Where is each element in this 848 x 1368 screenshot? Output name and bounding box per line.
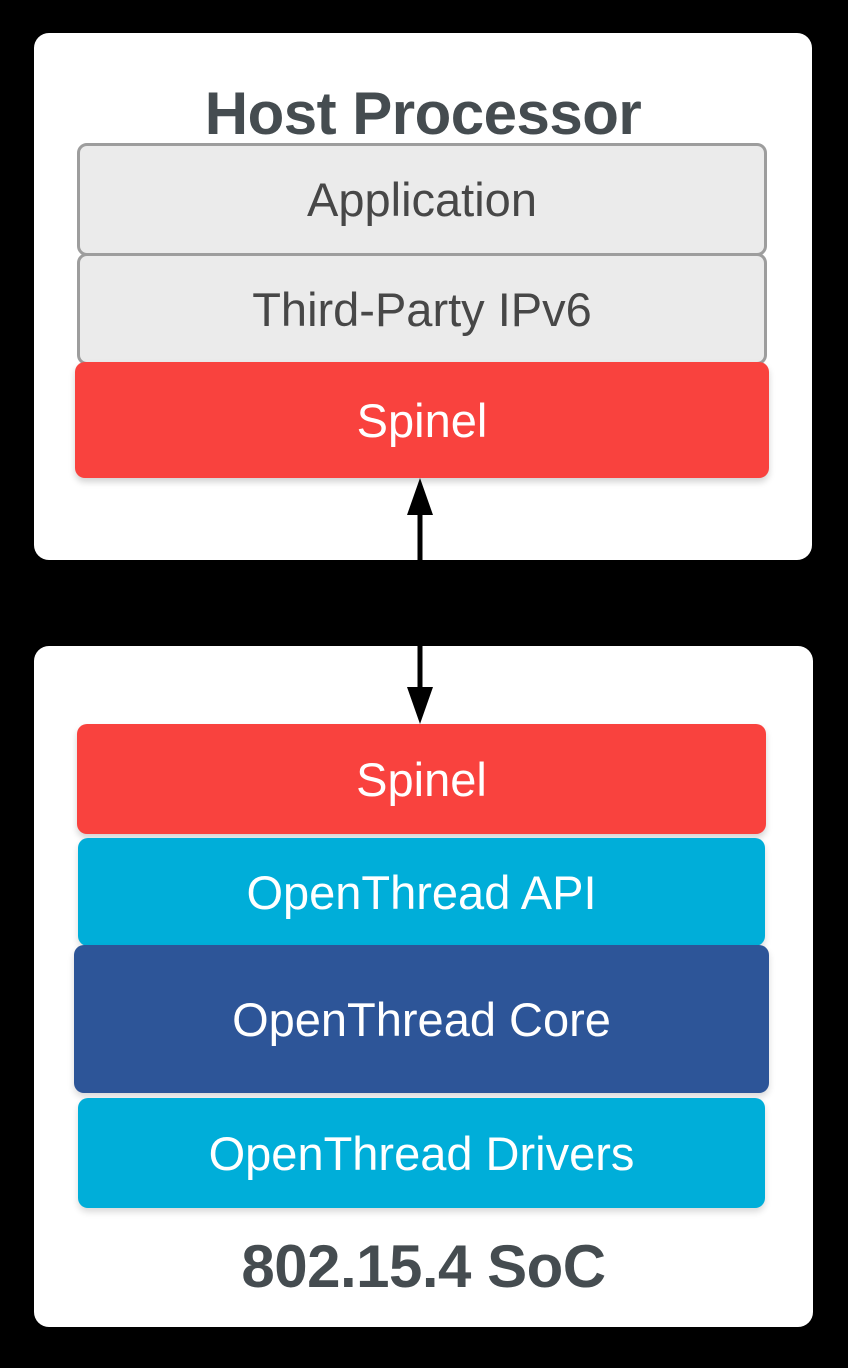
host-processor-card: Host Processor Application Third-Party I…: [34, 33, 812, 560]
host-card-title: Host Processor: [204, 80, 642, 147]
layer-openthread-api-label: OpenThread API: [246, 865, 597, 919]
bidirectional-arrow-icon: [407, 478, 433, 724]
layer-third-party-ipv6-label: Third-Party IPv6: [252, 282, 592, 336]
layer-openthread-drivers: OpenThread Drivers: [78, 1098, 765, 1208]
layer-spinel-soc: Spinel: [77, 724, 766, 834]
layer-spinel-host-label: Spinel: [356, 393, 488, 447]
layer-openthread-core-label: OpenThread Core: [232, 992, 611, 1046]
layer-application-label: Application: [307, 173, 537, 226]
layer-spinel-soc-label: Spinel: [356, 752, 487, 806]
soc-card: Spinel OpenThread API OpenThread Core Op…: [34, 646, 813, 1327]
layer-openthread-api: OpenThread API: [78, 838, 765, 946]
layer-openthread-core: OpenThread Core: [74, 945, 769, 1093]
layer-openthread-drivers-label: OpenThread Drivers: [208, 1126, 635, 1180]
soc-card-title: 802.15.4 SoC: [241, 1233, 606, 1300]
layer-third-party-ipv6: Third-Party IPv6: [77, 253, 767, 365]
layer-application: Application: [77, 143, 767, 256]
layer-spinel-host: Spinel: [75, 362, 769, 478]
